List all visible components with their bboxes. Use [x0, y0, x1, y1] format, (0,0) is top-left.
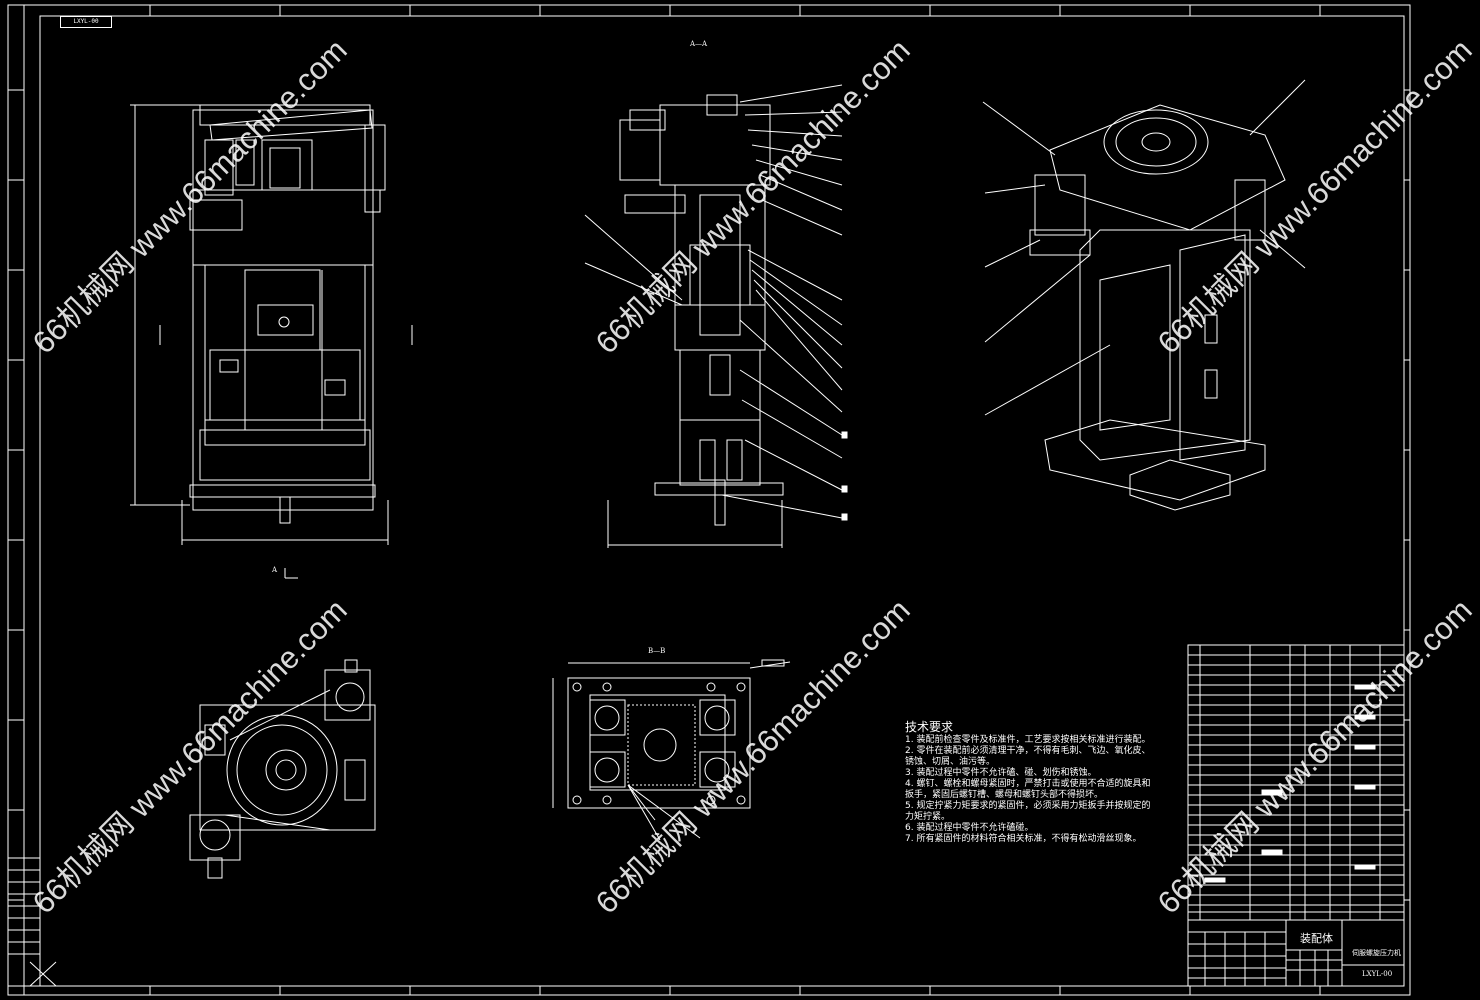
title-block-assembly-label: 装配体 — [1300, 932, 1333, 945]
isometric-view — [982, 79, 1306, 511]
revision-table — [7, 857, 57, 987]
technical-line: 4. 螺钉、螺栓和螺母紧固时，严禁打击或使用不合适的旋具和扳手，紧固后螺钉槽、螺… — [905, 779, 1151, 800]
inner-frame — [39, 15, 1405, 987]
title-block-machine-name: 伺服螺旋压力机 — [1352, 949, 1401, 957]
parts-list — [1187, 644, 1405, 921]
drawing-code-box: LXYL-00 — [60, 16, 112, 28]
technical-requirements-title: 技术要求 — [905, 720, 954, 734]
technical-line: 7. 所有紧固件的材料符合相关标准，不得有松动滑丝现象。 — [905, 834, 1142, 844]
technical-requirements: 技术要求 1. 装配前检查零件及标准件，工艺要求按相关标准进行装配。 2. 零件… — [905, 720, 1155, 845]
section-bb-label: B—B — [648, 647, 666, 655]
top-view — [189, 659, 376, 879]
side-zone-ticks — [8, 89, 1410, 901]
front-view — [130, 104, 413, 579]
title-block — [1187, 919, 1405, 987]
technical-line: 1. 装配前检查零件及标准件，工艺要求按相关标准进行装配。 — [905, 735, 1151, 745]
section-mark-a: A — [272, 566, 278, 574]
section-aa-view — [584, 84, 848, 548]
technical-line: 2. 零件在装配前必须清理干净，不得有毛刺、飞边、氧化皮、锈蚀、切屑、油污等。 — [905, 746, 1151, 767]
section-bb-view — [552, 659, 791, 841]
technical-line: 3. 装配过程中零件不允许磕、碰、划伤和锈蚀。 — [905, 768, 1097, 778]
outer-frame — [7, 4, 1411, 996]
cad-drawing — [7, 4, 1411, 996]
technical-line: 5. 规定拧紧力矩要求的紧固件，必须采用力矩扳手并按规定的力矩拧紧。 — [905, 801, 1151, 822]
top-zone-ticks — [149, 5, 1321, 995]
technical-line: 6. 装配过程中零件不允许磕碰。 — [905, 823, 1034, 833]
section-aa-label: A—A — [690, 40, 708, 48]
title-block-drawing-no: LXYL-00 — [1362, 970, 1393, 978]
